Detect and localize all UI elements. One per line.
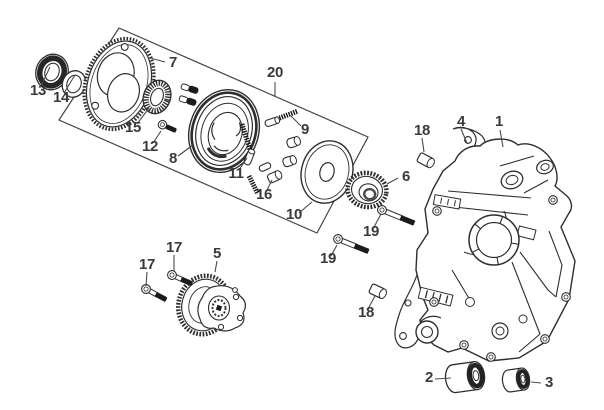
callout-18-upper: 18 (414, 122, 430, 139)
part-6-pinion-gear (345, 170, 389, 210)
part-19-bolts (333, 205, 416, 254)
part-1-crankcase (415, 138, 576, 362)
callout-17-right: 17 (166, 239, 182, 256)
part-9-spring-set (264, 108, 302, 168)
part-8-starter-clutch-outer (188, 88, 260, 174)
callout-10: 10 (286, 206, 302, 223)
callout-13: 13 (30, 82, 46, 99)
callout-12: 12 (142, 138, 158, 155)
part-5-oil-pump-gear (175, 273, 246, 337)
part-16-spring-set (246, 162, 283, 196)
callout-19-lower: 19 (320, 250, 336, 267)
part-18-dowel-pins (368, 152, 435, 299)
part-10-drive-plate (300, 140, 354, 204)
callout-14: 14 (53, 89, 70, 106)
part-11-spring-set (239, 123, 256, 166)
leader-lines (40, 57, 542, 384)
callout-9: 9 (301, 121, 309, 138)
part-2-roller-bushing (444, 361, 486, 394)
clutch-roller (282, 155, 298, 168)
callout-16: 16 (256, 186, 272, 203)
part-15-needle-bearing (142, 79, 172, 115)
callout-18-lower: 18 (358, 304, 374, 321)
callout-8: 8 (169, 150, 177, 167)
callout-labels: 7 13 14 15 12 8 20 9 11 16 10 6 19 19 18… (30, 54, 553, 391)
callout-5: 5 (213, 245, 221, 262)
callout-15: 15 (125, 119, 141, 136)
part-14-washer (61, 70, 87, 98)
callout-2: 2 (425, 369, 433, 386)
callout-20: 20 (267, 64, 283, 81)
part-17-bolts (141, 270, 193, 302)
clutch-roller (286, 136, 302, 149)
callout-1: 1 (495, 113, 503, 130)
part-3-roller-bushing (501, 367, 531, 393)
callout-7: 7 (169, 54, 177, 71)
part-12-bolts (157, 83, 199, 133)
callout-4: 4 (457, 113, 466, 130)
callout-11: 11 (228, 165, 243, 182)
callout-6: 6 (402, 168, 410, 185)
callout-3: 3 (545, 374, 553, 391)
callout-19-upper: 19 (363, 223, 379, 240)
callout-17-left: 17 (139, 256, 155, 273)
